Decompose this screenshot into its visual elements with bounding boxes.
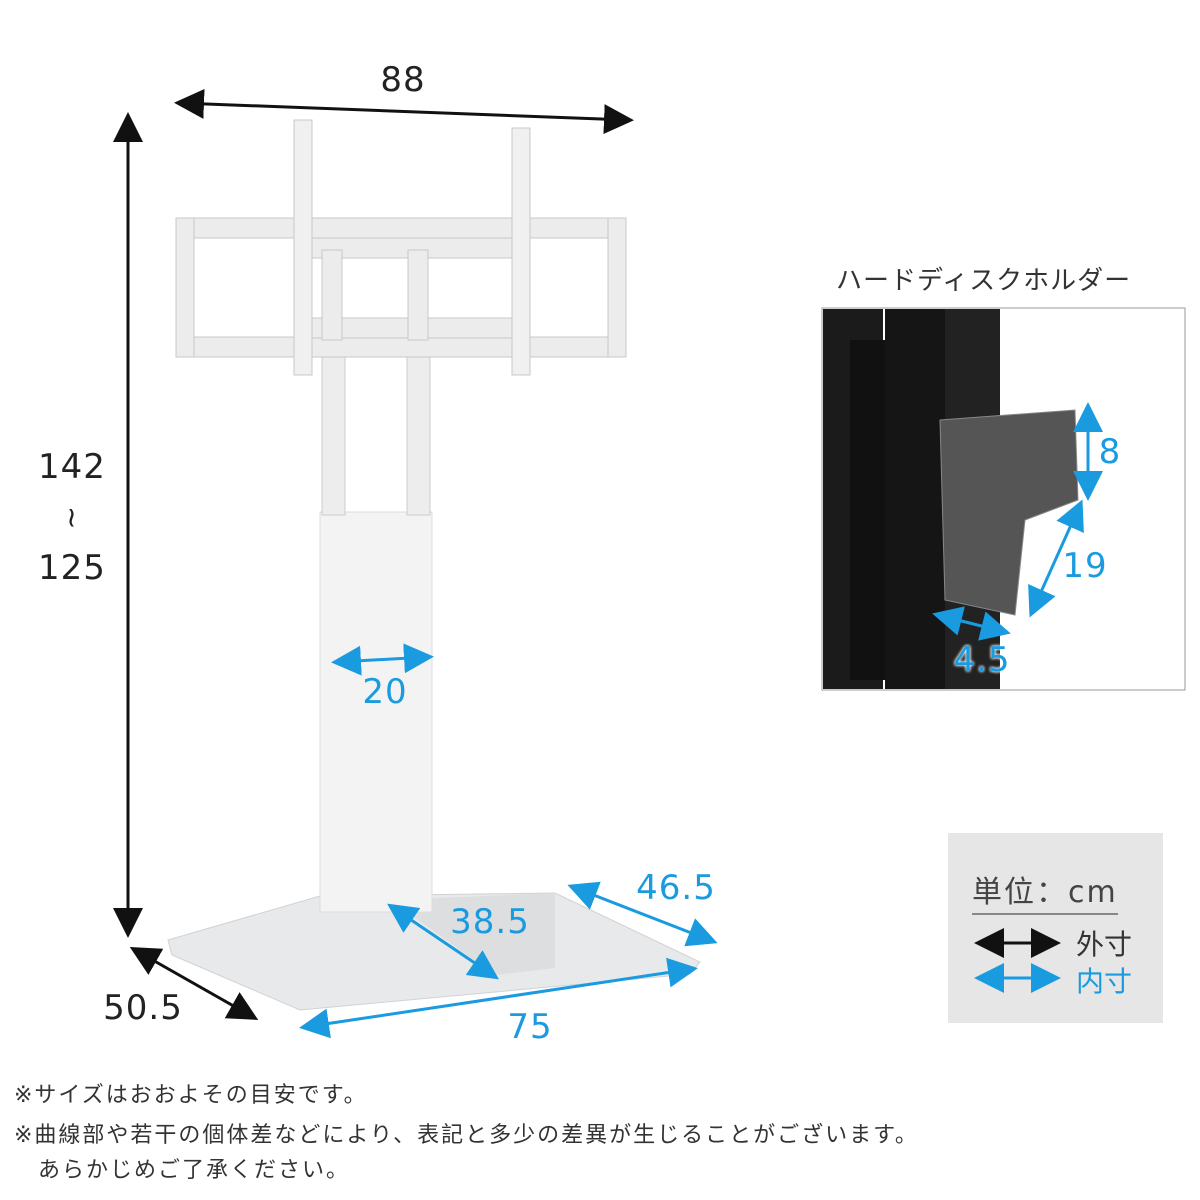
dim-base-depth: 50.5 (103, 988, 183, 1028)
legend-outer-label: 外寸 (1076, 928, 1133, 961)
arrow-base-width (299, 957, 698, 1039)
arrow-base-depth-inner (567, 881, 718, 947)
dim-base-width: 75 (507, 1007, 553, 1047)
legend-unit: 単位：cm (972, 867, 1118, 915)
arrow-width-top (174, 88, 634, 135)
hdd-dim-height: 8 (1098, 432, 1122, 472)
dim-width-top: 88 (380, 60, 426, 100)
hdd-dim-depth: 4.5 (953, 640, 1011, 680)
dim-height-min: 125 (38, 548, 106, 588)
note-2: ※曲線部や若干の個体差などにより、表記と多少の差異が生じることがございます。 (14, 1123, 919, 1148)
hdd-dim-width: 19 (1062, 546, 1108, 586)
hdd-holder-title: ハードディスクホルダー (836, 266, 1132, 296)
note-3: あらかじめご了承ください。 (14, 1158, 351, 1183)
vesa-frame (175, 217, 627, 358)
arrow-base-depth (129, 947, 259, 1020)
dim-base-depth-inner: 46.5 (636, 868, 716, 908)
legend-inner-label: 内寸 (1076, 965, 1133, 998)
note-1: ※サイズはおおよその目安です。 (14, 1083, 368, 1108)
hdd-holder-photo (821, 307, 1186, 691)
dim-height-max: 142 (38, 447, 106, 487)
column-cover (319, 511, 433, 913)
dim-height-sep: ≀ (66, 500, 78, 534)
legend: 単位：cm 外寸 内寸 (948, 833, 1163, 1023)
dim-column-width: 20 (362, 672, 408, 712)
arrow-column-width (331, 643, 434, 676)
dim-base-inner: 38.5 (450, 902, 530, 942)
